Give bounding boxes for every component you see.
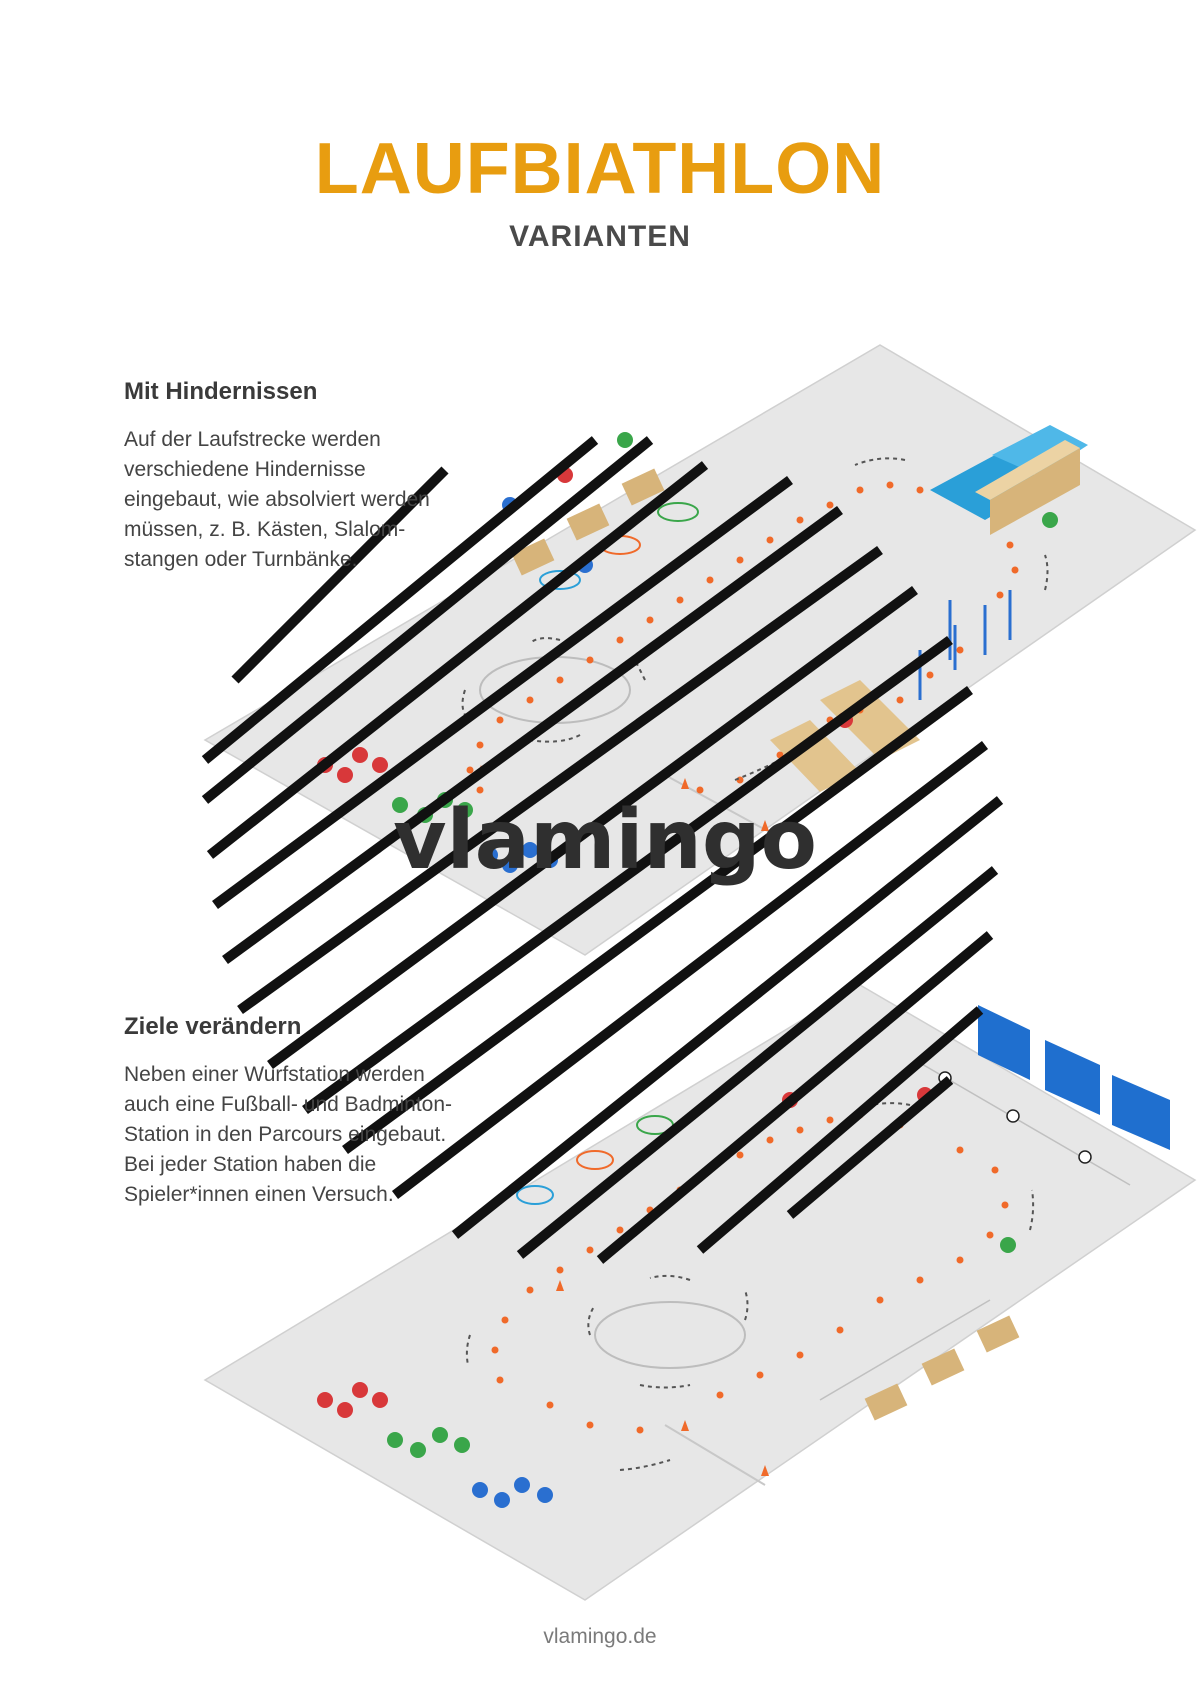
slalom-poles bbox=[918, 590, 1012, 700]
box bbox=[975, 440, 1080, 500]
field-obstacles-illustration bbox=[203, 344, 1197, 956]
field-targets-illustration bbox=[203, 984, 1197, 1601]
text-line: müssen, z. B. Kästen, Slalom- bbox=[124, 518, 406, 541]
text-line: Station in den Parcours eingebaut. bbox=[124, 1123, 447, 1146]
goals bbox=[978, 1005, 1170, 1150]
section-text-targets: Neben einer Wurfstation werden auch eine… bbox=[124, 1060, 484, 1210]
track-cones bbox=[491, 1111, 1009, 1476]
direction-arrows bbox=[461, 457, 1049, 781]
mat bbox=[992, 425, 1088, 476]
text-line: verschiedene Hindernisse bbox=[124, 458, 366, 481]
watermark-stripes bbox=[201, 436, 1004, 1264]
text-line: stangen oder Turnbänke. bbox=[124, 548, 358, 571]
page-title: LAUFBIATHLON bbox=[314, 129, 886, 209]
direction-arrows bbox=[465, 1102, 1035, 1471]
badminton-line bbox=[819, 1299, 991, 1401]
page-subtitle: VARIANTEN bbox=[509, 220, 691, 253]
text-line: Neben einer Wurfstation werden bbox=[124, 1063, 425, 1086]
players-green-team bbox=[387, 1237, 1016, 1458]
text-line: eingebaut, wie absolviert werden bbox=[124, 488, 430, 511]
text-line: auch eine Fußball- und Badminton- bbox=[124, 1093, 453, 1116]
text-line: Spieler*innen einen Versuch. bbox=[124, 1183, 394, 1206]
players-blue-team bbox=[472, 1477, 553, 1508]
section-text-obstacles: Auf der Laufstrecke werden verschiedene … bbox=[124, 425, 484, 575]
section-title-targets: Ziele verändern bbox=[124, 1013, 302, 1040]
text-line: Bei jeder Station haben die bbox=[124, 1153, 377, 1176]
section-title-obstacles: Mit Hindernissen bbox=[124, 378, 318, 405]
cone-circle bbox=[594, 1301, 746, 1369]
target-boxes bbox=[864, 1315, 1020, 1421]
watermark-logo: vlamingo bbox=[393, 793, 817, 888]
footer-url: vlamingo.de bbox=[543, 1625, 657, 1648]
start-line bbox=[664, 1424, 766, 1486]
text-line: Auf der Laufstrecke werden bbox=[124, 428, 381, 451]
box bbox=[990, 448, 1080, 535]
floor-plate bbox=[203, 984, 1197, 1601]
